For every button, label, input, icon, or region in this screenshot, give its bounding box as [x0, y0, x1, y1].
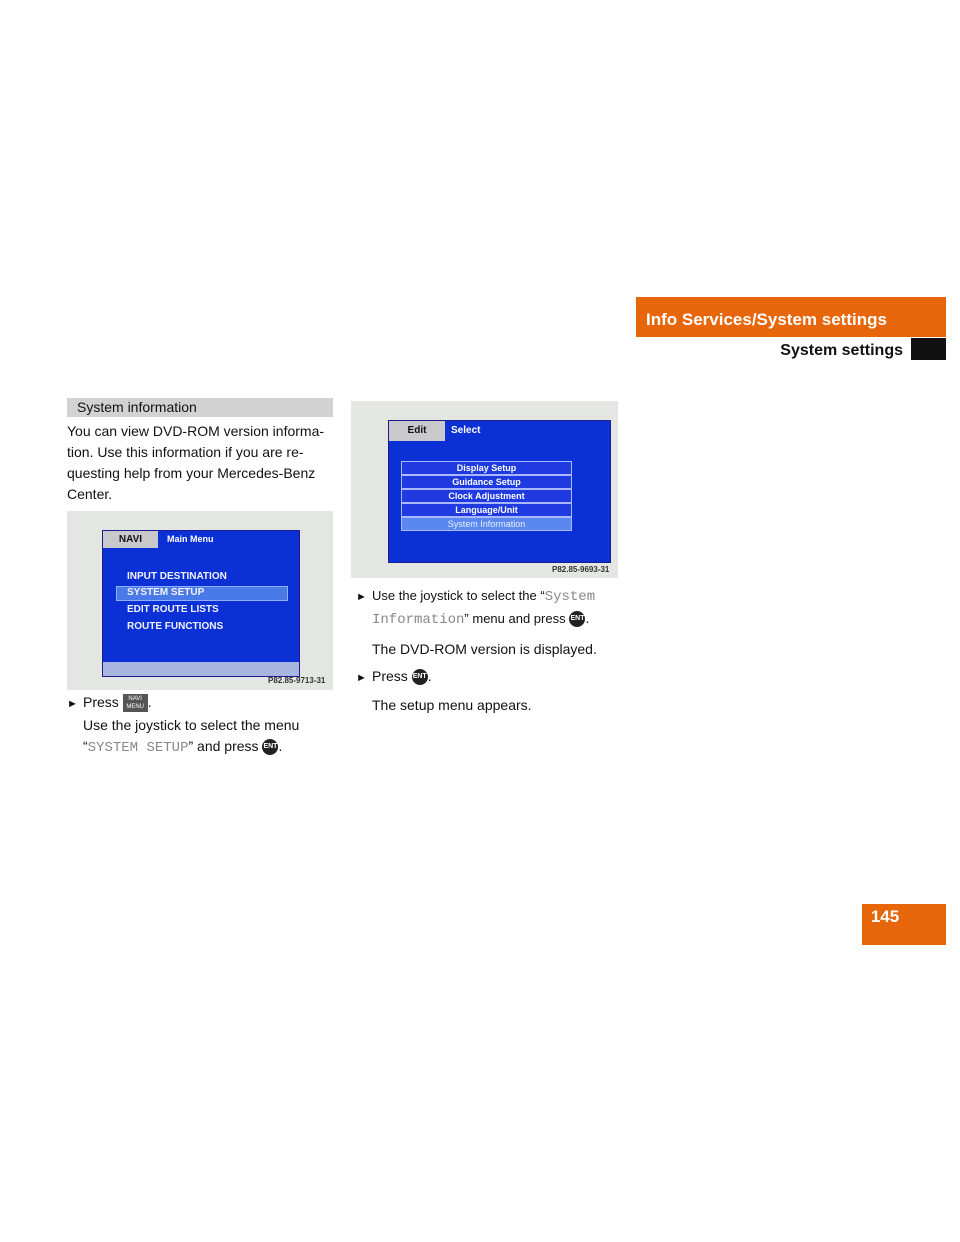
menu-item-route-functions: ROUTE FUNCTIONS [127, 621, 224, 632]
instruction-text: Press [372, 668, 408, 684]
key-label: NAVI [128, 696, 142, 703]
enter-key-icon: ENT [411, 669, 428, 686]
section-title: Info Services/System settings [646, 310, 887, 329]
result-text: The setup menu appears. [372, 697, 532, 713]
bullet-arrow-icon: ► [67, 698, 78, 710]
section-heading: System information [77, 399, 197, 415]
instruction-text: ” and press [188, 738, 259, 754]
intro-line: questing help from your Mercedes-Benz [67, 465, 316, 481]
result-text: The DVD-ROM version is displayed. [372, 641, 597, 657]
thumb-tab-marker [911, 338, 946, 360]
intro-line: tion. Use this information if you are re… [67, 444, 304, 460]
key-label: MENU [126, 704, 145, 711]
bullet-arrow-icon: ► [356, 672, 367, 684]
selection-highlight [116, 586, 288, 601]
intro-line: Center. [67, 486, 113, 502]
figure-caption: P82.85-9693-31 [552, 565, 610, 574]
menu-item-edit-route-lists: EDIT ROUTE LISTS [127, 604, 219, 615]
list-item-display-setup: Display Setup [401, 461, 572, 475]
edit-tab: Edit [389, 421, 445, 441]
figure-caption: P82.85-9713-31 [268, 676, 326, 685]
instruction-text: Use the joystick to select the menu [83, 717, 300, 733]
enter-key-icon: ENT [569, 611, 586, 628]
list-item-guidance-setup: Guidance Setup [401, 475, 572, 489]
menu-name: SYSTEM SETUP [87, 740, 189, 756]
menu-item-system-setup: SYSTEM SETUP [127, 587, 205, 598]
quote-mark: “ [83, 738, 88, 754]
menu-name: Information [372, 612, 465, 628]
enter-key-icon: ENT [262, 739, 279, 756]
page-number-tab [862, 904, 946, 945]
figure-navi-main-menu: NAVI Main Menu INPUT DESTINATION SYSTEM … [67, 511, 333, 690]
section-tab [636, 297, 946, 337]
instruction-text: Use the joystick to select the “ [372, 588, 545, 603]
screen-status-strip [103, 662, 299, 676]
setup-screen: Edit Select Display Setup Guidance Setup… [388, 420, 611, 563]
navi-screen: NAVI Main Menu INPUT DESTINATION SYSTEM … [102, 530, 300, 677]
intro-line: You can view DVD-ROM version informa- [67, 423, 325, 439]
subsection-title: System settings [780, 342, 903, 359]
list-item-clock-adjustment: Clock Adjustment [401, 489, 572, 503]
bullet-arrow-icon: ► [356, 591, 367, 603]
figure-system-setup-menu: Edit Select Display Setup Guidance Setup… [351, 401, 618, 578]
instruction-step-2: ►Use the joystick to select the “System … [356, 585, 626, 716]
page-number: 145 [870, 907, 900, 926]
instruction-text: ” menu and press [464, 611, 566, 626]
select-title: Select [451, 425, 481, 436]
instruction-text: Press [83, 694, 119, 710]
section-heading-bar [67, 398, 333, 417]
list-item-system-information: System Information [401, 517, 572, 531]
intro-paragraph: You can view DVD-ROM version informa- ti… [67, 421, 337, 505]
list-item-language-unit: Language/Unit [401, 503, 572, 517]
navi-tab: NAVI [103, 531, 158, 548]
menu-item-input-destination: INPUT DESTINATION [127, 571, 227, 582]
main-menu-title: Main Menu [167, 534, 214, 544]
menu-name: System [544, 589, 596, 605]
